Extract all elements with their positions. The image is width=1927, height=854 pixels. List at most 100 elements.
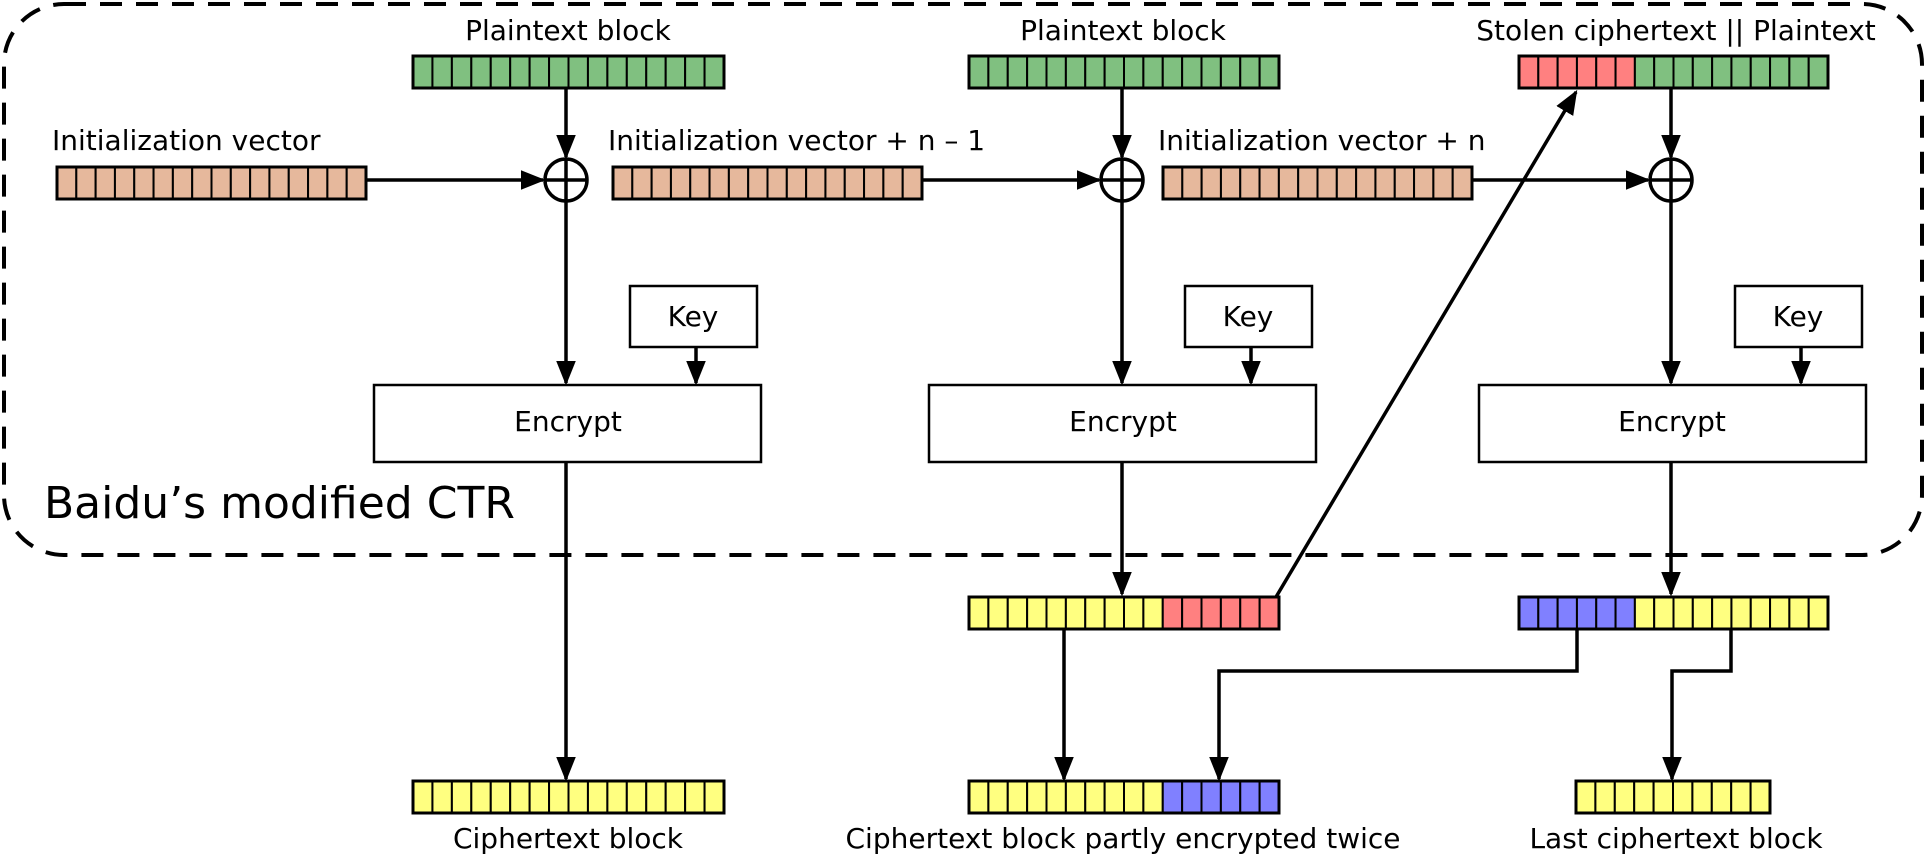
block-cell <box>412 55 434 89</box>
block-cell <box>1575 596 1598 630</box>
block-cell <box>548 780 570 814</box>
block-cell <box>1749 780 1771 814</box>
block-cell <box>1451 166 1473 200</box>
block-cell <box>528 780 551 814</box>
block-cell <box>1633 596 1656 630</box>
block-cell <box>548 55 570 89</box>
block-cell <box>987 780 1009 814</box>
block-cell <box>625 55 648 89</box>
block-cell <box>470 780 492 814</box>
block-cell <box>987 55 1009 89</box>
block-cell <box>1652 780 1674 814</box>
block-cell <box>1064 596 1087 630</box>
iv-label-1: Initialization vector <box>52 124 321 157</box>
block-cell <box>1575 780 1597 814</box>
block-cell <box>1084 780 1106 814</box>
plaintext-block-1 <box>411 54 726 90</box>
block-cell <box>708 166 730 200</box>
block-cell <box>1045 780 1067 814</box>
block-cell <box>1613 780 1636 814</box>
block-cell <box>1239 596 1261 630</box>
block-cell <box>1103 596 1126 630</box>
block-cell <box>1769 55 1791 89</box>
block-cell <box>268 166 290 200</box>
block-cell <box>307 166 329 200</box>
block-cell <box>1142 55 1164 89</box>
block-cell <box>1239 780 1261 814</box>
block-cell <box>1556 596 1578 630</box>
block-cell <box>645 780 667 814</box>
block-cell <box>489 780 512 814</box>
block-outline <box>967 54 1281 90</box>
block-cell <box>152 166 174 200</box>
block-cell <box>1219 166 1242 200</box>
iv-label-2: Initialization vector + n – 1 <box>608 124 985 157</box>
block-cell <box>75 166 97 200</box>
block-cell <box>1162 166 1184 200</box>
block-cell <box>1316 166 1338 200</box>
block-cell <box>1653 596 1675 630</box>
block-cell <box>1672 55 1694 89</box>
block-cell <box>1595 596 1617 630</box>
block-cell <box>1335 166 1358 200</box>
block-cell <box>326 166 348 200</box>
block-cell <box>1026 55 1048 89</box>
block-cell <box>431 780 453 814</box>
iv-block-3 <box>1161 165 1474 201</box>
block-cell <box>1710 780 1733 814</box>
block-cell <box>1064 780 1087 814</box>
block-cell <box>1258 596 1281 630</box>
block-cell <box>606 55 628 89</box>
block-cell <box>1672 596 1694 630</box>
block-cell <box>1123 596 1145 630</box>
block-cell <box>1026 780 1048 814</box>
plaintext-label-2: Plaintext block <box>1020 14 1227 47</box>
block-outline <box>1517 595 1830 631</box>
block-cell <box>747 166 769 200</box>
block-cell <box>1788 55 1810 89</box>
block-cell <box>345 166 368 200</box>
connectors <box>366 88 1811 782</box>
block-cell <box>1769 596 1791 630</box>
block-cell <box>1161 55 1184 89</box>
block-cell <box>1219 780 1242 814</box>
encrypted-output-block-3 <box>1517 595 1830 631</box>
key-label-2: Key <box>1223 300 1274 333</box>
block-cell <box>1537 596 1559 630</box>
block-cell <box>843 166 866 200</box>
key-box-1 <box>628 284 759 349</box>
block-cell <box>1297 166 1319 200</box>
block-cell <box>1277 166 1300 200</box>
block-cell <box>1123 55 1145 89</box>
block-cell <box>1142 596 1164 630</box>
output-label-1: Ciphertext block <box>453 822 684 854</box>
block-cell <box>1200 166 1222 200</box>
block-cell <box>586 55 609 89</box>
plaintext-label-1: Plaintext block <box>465 14 672 47</box>
iv-label-3: Initialization vector + n <box>1158 124 1485 157</box>
block-cell <box>567 55 589 89</box>
block-cell <box>727 166 750 200</box>
block-cell <box>470 55 492 89</box>
block-cell <box>1711 596 1733 630</box>
block-cell <box>1575 55 1598 89</box>
block-cell <box>1594 780 1616 814</box>
block-outline <box>1161 165 1474 201</box>
block-cell <box>1633 55 1656 89</box>
block-cell <box>586 780 609 814</box>
block-cell <box>631 166 653 200</box>
block-cell <box>1181 596 1203 630</box>
block-cell <box>1595 55 1617 89</box>
block-cell <box>968 780 990 814</box>
block-cell <box>1730 596 1752 630</box>
block-cell <box>1181 780 1203 814</box>
block-cell <box>1672 780 1694 814</box>
block-cell <box>766 166 788 200</box>
block-cell <box>489 55 512 89</box>
block-cell <box>1614 55 1636 89</box>
block-cell <box>1161 596 1184 630</box>
block-cell <box>528 55 551 89</box>
block-cell <box>1084 55 1106 89</box>
stolen-plaintext-block-3 <box>1517 54 1830 90</box>
block-cell <box>1807 596 1829 630</box>
